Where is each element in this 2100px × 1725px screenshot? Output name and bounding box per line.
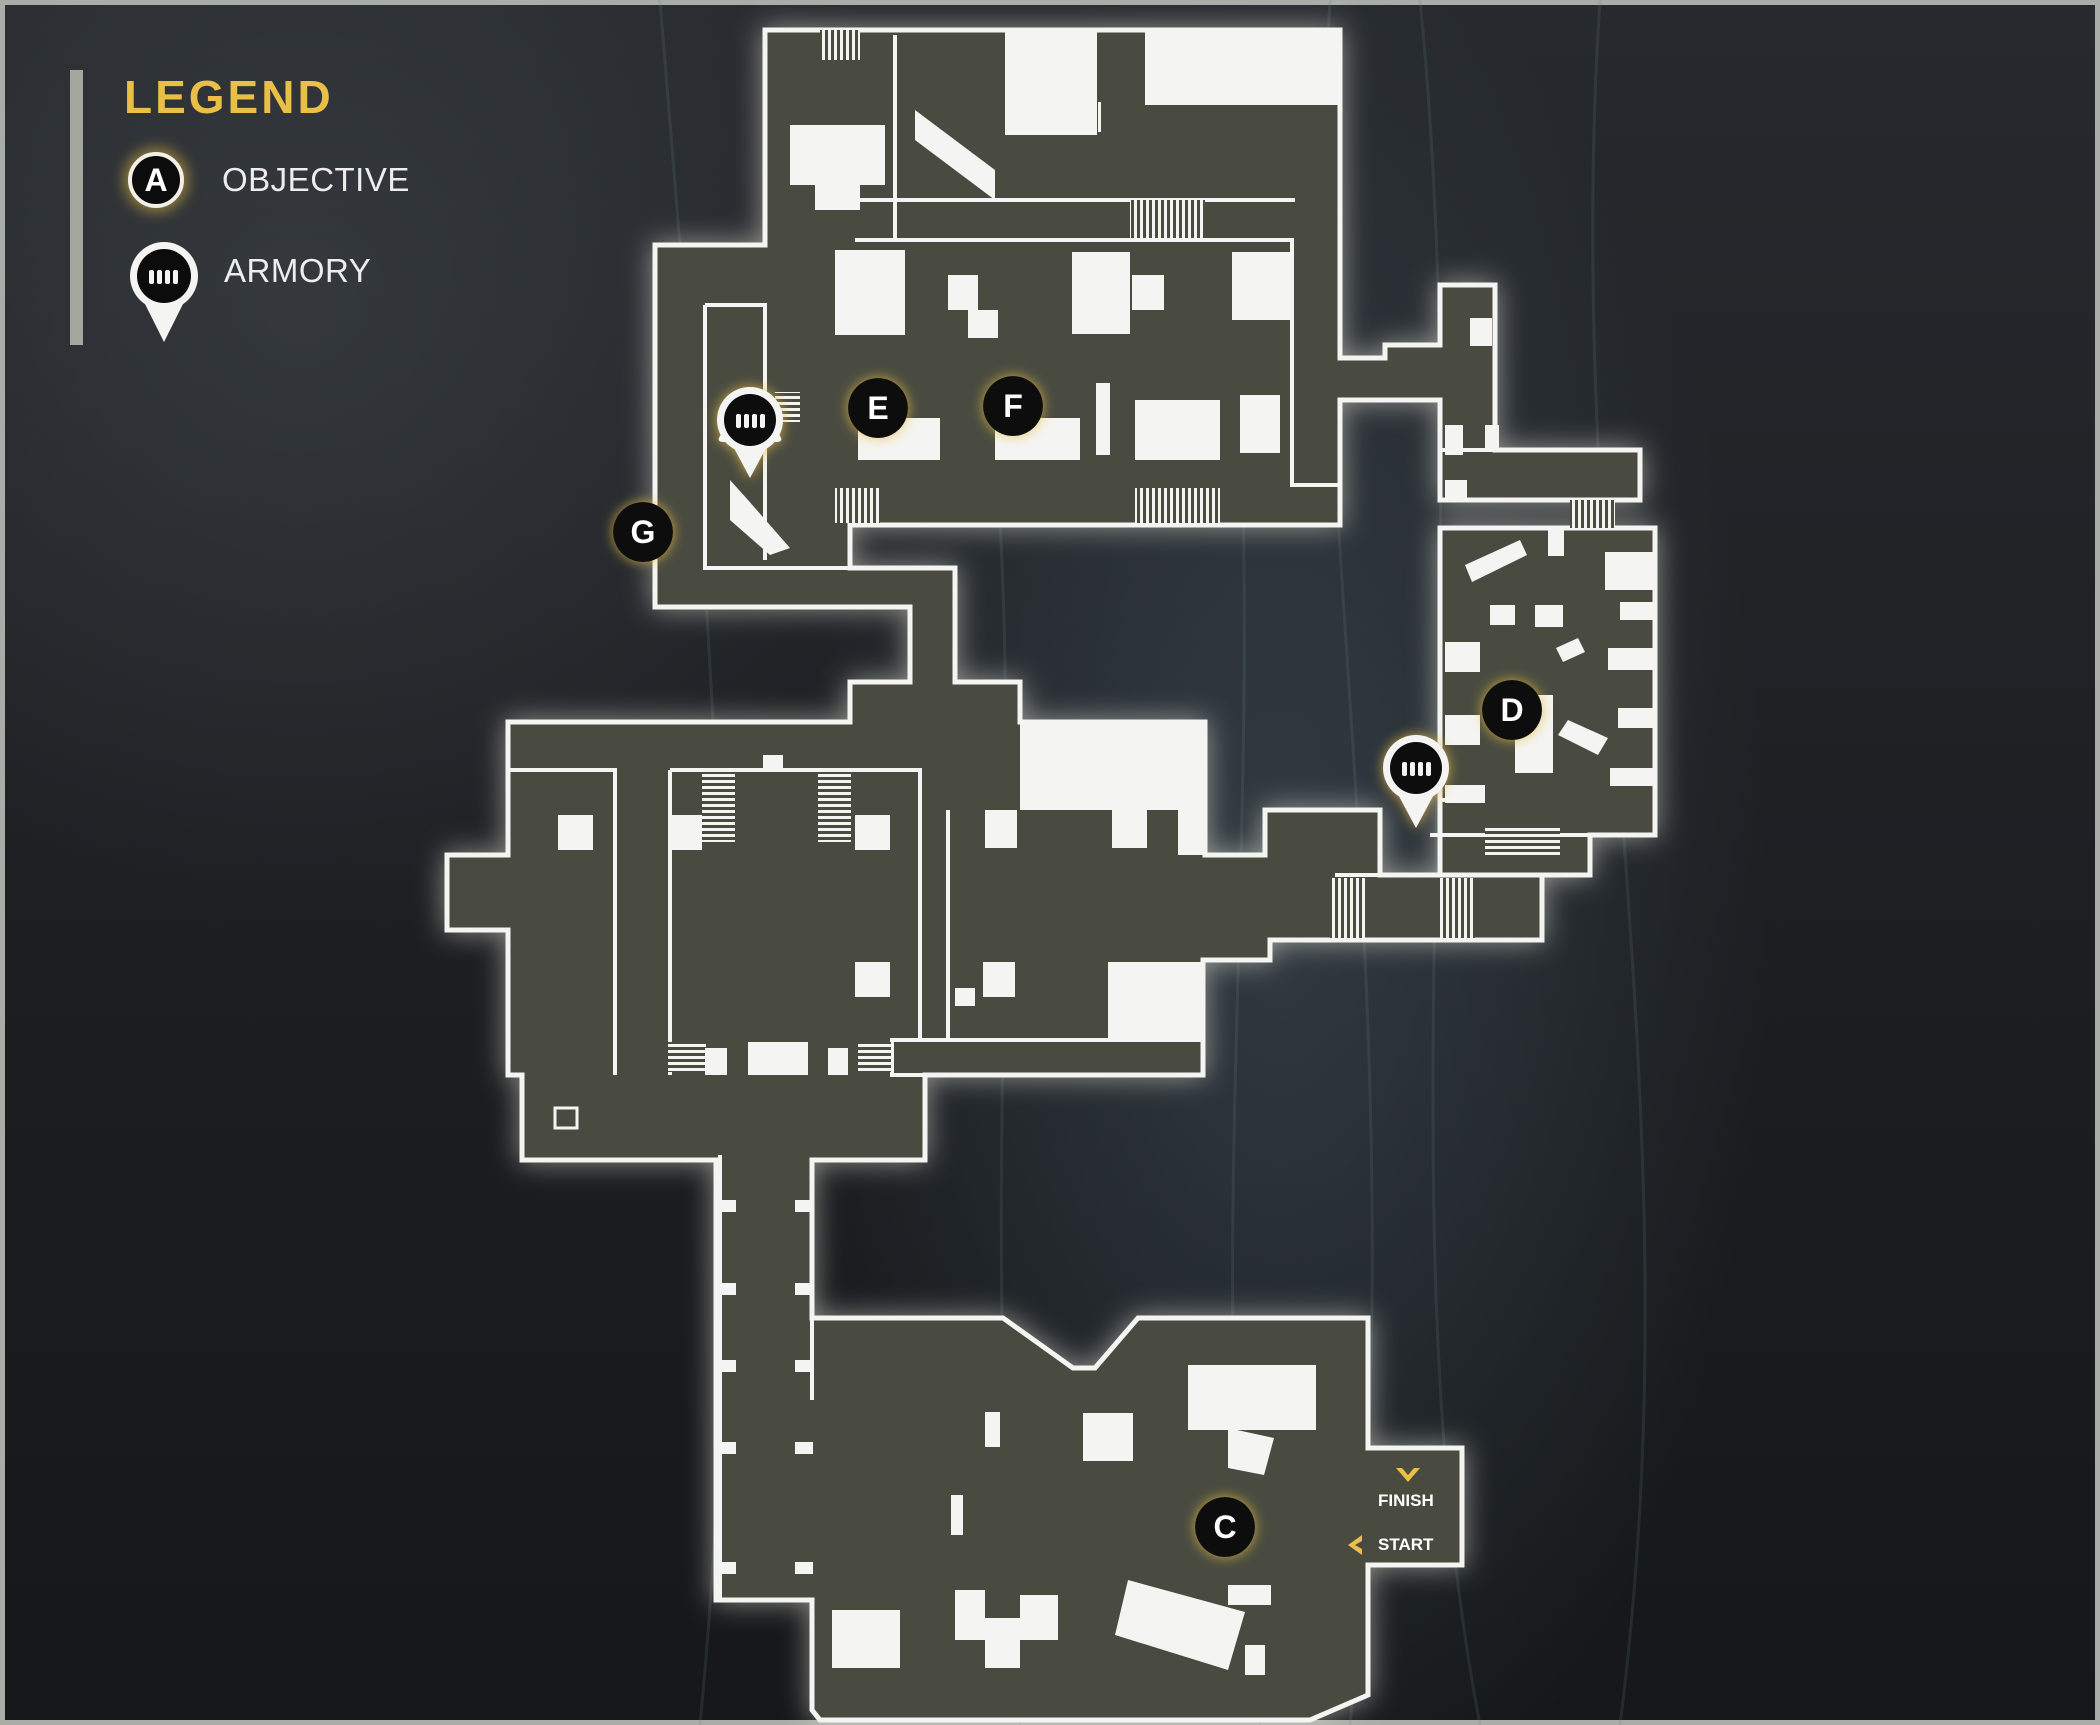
objective-g[interactable]: G [613, 502, 673, 562]
objective-label: C [1213, 1509, 1236, 1545]
objective-d[interactable]: D [1482, 680, 1542, 740]
legend-armory-label: ARMORY [224, 252, 372, 289]
obstacles [558, 30, 1655, 1675]
objective-c[interactable]: C [1195, 1497, 1255, 1557]
legend-bar [70, 70, 83, 345]
objective-markers: E F G D C [613, 376, 1542, 1557]
objective-label: D [1500, 692, 1523, 728]
chevron-left-icon [1348, 1535, 1362, 1555]
objective-e[interactable]: E [848, 378, 908, 438]
legend-objective-label: OBJECTIVE [222, 161, 410, 198]
legend-panel: LEGEND A OBJECTIVE ARMORY [70, 70, 490, 345]
map-rooms [444, 27, 1658, 1723]
objective-label: E [867, 390, 888, 426]
armory-pin-icon [128, 238, 200, 348]
objective-f[interactable]: F [983, 376, 1043, 436]
bullets-icon [149, 270, 178, 284]
finish-label: FINISH [1378, 1491, 1434, 1510]
armory-east [1383, 735, 1449, 828]
bullets-icon [1402, 762, 1431, 776]
armory-north [717, 387, 783, 478]
legend-title: LEGEND [124, 71, 334, 123]
objective-label: G [631, 514, 656, 550]
bullets-icon [736, 414, 765, 428]
legend-armory: ARMORY [128, 238, 371, 348]
stairs [668, 30, 1615, 1072]
start-label: START [1378, 1535, 1434, 1554]
objective-label: F [1003, 388, 1023, 424]
route-markers: FINISH START [1348, 1468, 1434, 1555]
legend-objective: A OBJECTIVE [128, 152, 410, 208]
objective-sample-badge: A [128, 152, 184, 208]
chevron-down-icon [1396, 1468, 1420, 1482]
small-crate [553, 1106, 579, 1130]
